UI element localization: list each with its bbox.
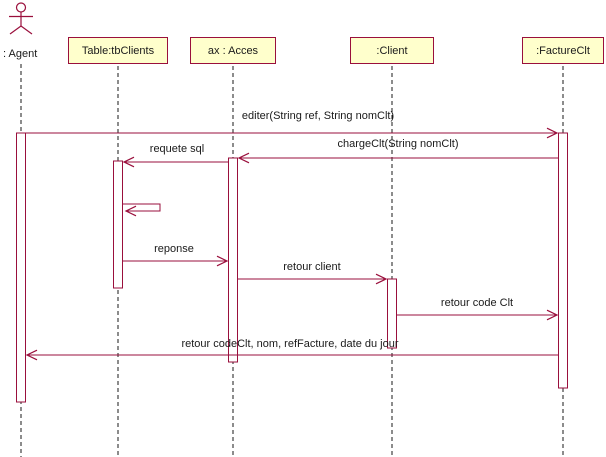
activation-bar-ax-acces[interactable]: [228, 157, 238, 363]
actor-figure-icon[interactable]: [9, 2, 33, 35]
message-label-retour-code-clt: retour code Clt: [440, 297, 514, 309]
message-label-requete-sql: requete sql: [149, 143, 205, 155]
message-label-chargeclt: chargeClt(String nomClt): [337, 138, 459, 150]
message-label-reponse: reponse: [154, 243, 194, 255]
participant-label: Table:tbClients: [81, 44, 155, 57]
activation-bar-agent[interactable]: [16, 132, 26, 403]
participant-box-client[interactable]: :Client: [350, 37, 434, 64]
message-label-retour-client: retour client: [283, 261, 341, 273]
activation-bar-client[interactable]: [387, 278, 397, 349]
participant-label: :Client: [376, 44, 408, 57]
message-label-retour-final: retour codeClt, nom, refFacture, date du…: [181, 338, 399, 350]
message-label-editer: editer(String ref, String nomClt): [241, 110, 395, 122]
participant-box-table-tbclients[interactable]: Table:tbClients: [68, 37, 168, 64]
participant-box-factureclt[interactable]: :FactureClt: [522, 37, 604, 64]
message-arrow-self-table[interactable]: [123, 203, 161, 217]
activation-bar-table-tbclients[interactable]: [113, 160, 123, 289]
participant-label: :FactureClt: [536, 44, 590, 57]
participant-label: ax : Acces: [207, 44, 259, 57]
participant-box-ax-acces[interactable]: ax : Acces: [190, 37, 276, 64]
actor-label-agent: : Agent: [3, 48, 38, 60]
activation-bar-factureclt[interactable]: [558, 132, 568, 389]
